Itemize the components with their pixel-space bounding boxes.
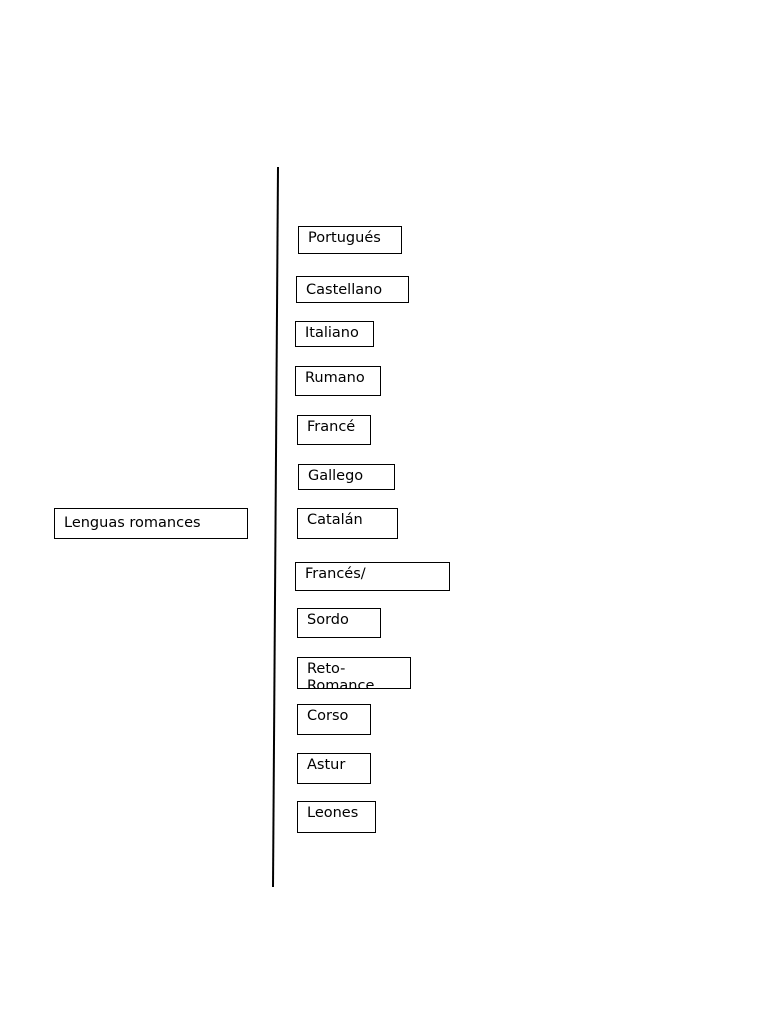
language-node-catalan: Catalán <box>297 508 398 539</box>
language-node-label: Castellano <box>306 282 383 298</box>
language-node-label: Sordo <box>307 612 349 628</box>
language-node-france: Francé <box>297 415 371 445</box>
language-node-frances: Francés/ <box>295 562 450 591</box>
language-node-label: Italiano <box>305 325 359 341</box>
language-node-gallego: Gallego <box>298 464 395 490</box>
language-node-portugues: Portugués <box>298 226 402 254</box>
language-node-astur: Astur <box>297 753 371 784</box>
language-node-rumano: Rumano <box>295 366 381 396</box>
language-node-label: Francé <box>307 419 356 435</box>
language-node-label: Rumano <box>305 370 365 386</box>
language-node-label: Catalán <box>307 512 363 528</box>
language-node-reto-romance: Reto-Romance <box>297 657 411 689</box>
language-node-corso: Corso <box>297 704 371 735</box>
connector-line <box>272 166 279 888</box>
language-node-label: Gallego <box>308 468 364 484</box>
language-node-label: Reto-Romance <box>307 661 375 689</box>
language-node-castellano: Castellano <box>296 276 409 303</box>
language-node-label: Portugués <box>308 230 381 246</box>
language-node-label: Francés/ <box>305 566 366 582</box>
language-node-label: Corso <box>307 708 349 724</box>
root-node-box: Lenguas romances <box>54 508 248 539</box>
language-node-label: Leones <box>307 805 359 821</box>
language-node-leones: Leones <box>297 801 376 833</box>
language-node-label: Astur <box>307 757 346 773</box>
language-node-italiano: Italiano <box>295 321 374 347</box>
language-node-sordo: Sordo <box>297 608 381 638</box>
root-node-label: Lenguas romances <box>64 515 201 531</box>
